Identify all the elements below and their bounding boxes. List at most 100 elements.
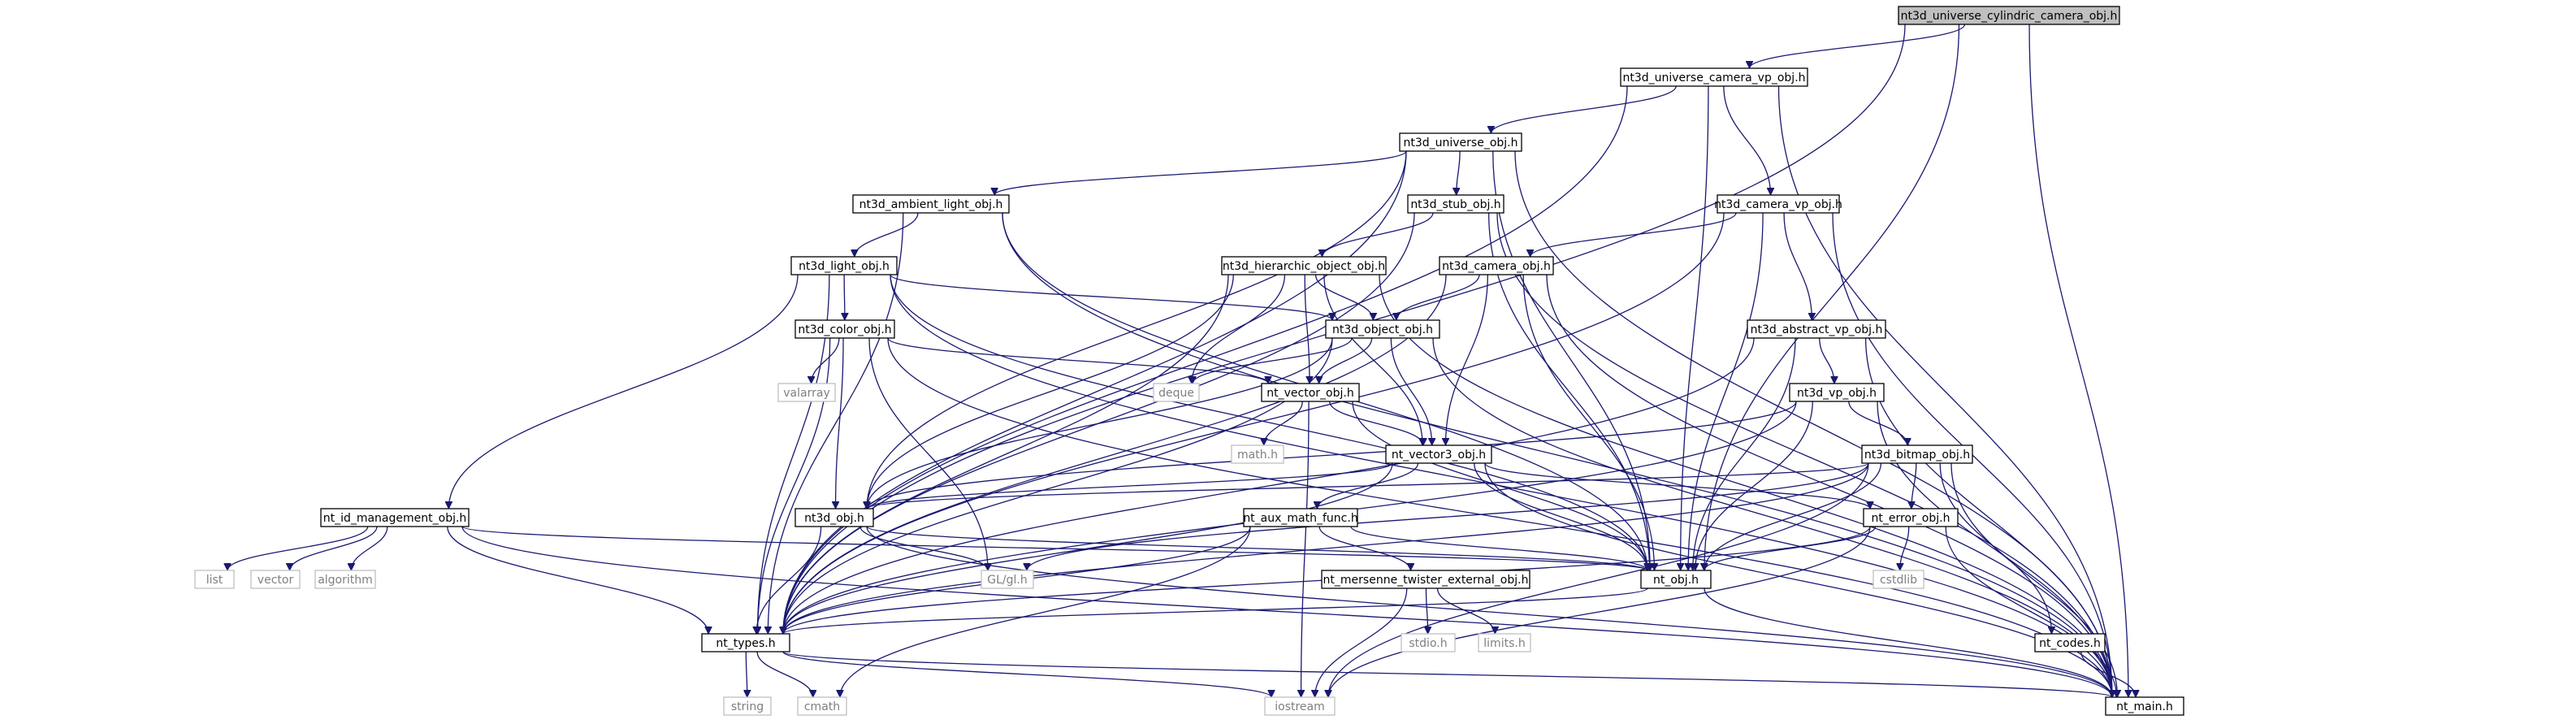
edge-vector_obj-to-ntobj xyxy=(1352,401,1647,570)
node-box xyxy=(1789,383,1885,402)
edge-idmgmt-to-main xyxy=(461,526,2112,697)
edge-bitmap-to-ntobj xyxy=(1704,462,1882,570)
node-root[interactable]: nt3d_universe_cylindric_camera_obj.h xyxy=(1898,6,2120,25)
node-cmath[interactable]: cmath xyxy=(797,696,847,716)
edge-camera-to-main xyxy=(1546,274,2112,697)
node-label: algorithm xyxy=(318,574,373,587)
node-label: nt3d_object_obj.h xyxy=(1332,323,1433,336)
node-valarray[interactable]: valarray xyxy=(777,383,836,402)
node-list[interactable]: list xyxy=(194,570,235,589)
node-absvp[interactable]: nt3d_abstract_vp_obj.h xyxy=(1747,319,1886,339)
node-iostream[interactable]: iostream xyxy=(1264,696,1336,716)
edge-auxmath-to-cmath xyxy=(840,526,1251,697)
edge-camvp-to-ntobj xyxy=(1688,212,1764,570)
node-n3obj[interactable]: nt3d_obj.h xyxy=(794,508,874,527)
edge-vector3-to-main xyxy=(1484,462,2112,697)
node-box xyxy=(1261,383,1360,402)
node-label: nt_vector_obj.h xyxy=(1266,387,1353,400)
node-label: nt3d_hierarchic_object_obj.h xyxy=(1223,260,1385,273)
node-label: GL/gl.h xyxy=(987,574,1027,587)
edge-ambient-to-light xyxy=(855,212,919,258)
node-stub[interactable]: nt3d_stub_obj.h xyxy=(1407,194,1504,214)
node-auxmath[interactable]: nt_aux_math_func.h xyxy=(1243,508,1358,527)
node-box xyxy=(1325,319,1440,339)
edge-absvp-to-types xyxy=(783,337,1755,634)
node-label: nt_aux_math_func.h xyxy=(1243,512,1357,525)
node-label: nt3d_universe_camera_vp_obj.h xyxy=(1622,72,1805,85)
node-camera[interactable]: nt3d_camera_obj.h xyxy=(1439,256,1554,275)
node-codes[interactable]: nt_codes.h xyxy=(2034,633,2106,652)
node-algorithm[interactable]: algorithm xyxy=(314,570,376,589)
edge-bitmap-to-n3obj xyxy=(867,462,1869,509)
node-deque[interactable]: deque xyxy=(1153,383,1200,402)
node-vector_obj[interactable]: nt_vector_obj.h xyxy=(1261,383,1360,402)
node-label: nt_main.h xyxy=(2116,700,2173,713)
node-vp[interactable]: nt3d_vp_obj.h xyxy=(1789,383,1885,402)
edge-vp-to-n3obj xyxy=(867,401,1797,509)
node-label: nt3d_camera_vp_obj.h xyxy=(1714,198,1842,211)
edge-bitmap-to-main xyxy=(1950,462,2117,697)
node-color[interactable]: nt3d_color_obj.h xyxy=(794,319,895,339)
node-box xyxy=(320,508,470,527)
node-ambient[interactable]: nt3d_ambient_light_obj.h xyxy=(852,194,1010,214)
node-string[interactable]: string xyxy=(723,696,772,716)
node-box xyxy=(794,319,895,339)
node-box xyxy=(1399,132,1522,152)
node-error[interactable]: nt_error_obj.h xyxy=(1863,508,1959,527)
node-types[interactable]: nt_types.h xyxy=(701,633,790,652)
edge-bitmap-to-glgl xyxy=(1027,462,1869,571)
node-camvp[interactable]: nt3d_camera_vp_obj.h xyxy=(1714,194,1842,214)
node-box xyxy=(1221,256,1387,275)
node-label: stdio.h xyxy=(1409,637,1447,650)
edge-universe-to-types xyxy=(783,150,1407,634)
node-box xyxy=(1717,194,1840,214)
edge-root-to-ntobj xyxy=(1704,24,1960,570)
edge-object-to-main xyxy=(1432,337,2112,697)
node-label: valarray xyxy=(783,387,829,400)
node-object[interactable]: nt3d_object_obj.h xyxy=(1325,319,1440,339)
edge-vector3-to-ntobj xyxy=(1474,462,1647,570)
edge-vp-to-bitmap xyxy=(1848,401,1907,446)
node-box xyxy=(1747,319,1886,339)
node-stdio[interactable]: stdio.h xyxy=(1401,633,1456,652)
edge-universe-to-ntobj xyxy=(1492,150,1650,570)
node-universe[interactable]: nt3d_universe_obj.h xyxy=(1399,132,1522,152)
node-vector[interactable]: vector xyxy=(250,570,301,589)
node-hier[interactable]: nt3d_hierarchic_object_obj.h xyxy=(1221,256,1387,275)
node-ucamvp[interactable]: nt3d_universe_camera_vp_obj.h xyxy=(1620,67,1808,87)
edge-mersenne-to-stdio xyxy=(1426,587,1427,634)
node-vector3[interactable]: nt_vector3_obj.h xyxy=(1385,444,1492,464)
edge-vp-to-ntobj xyxy=(1695,401,1813,570)
node-limits[interactable]: limits.h xyxy=(1478,633,1531,652)
node-box xyxy=(797,696,847,716)
edge-light-to-object xyxy=(890,274,1332,321)
node-label: nt_codes.h xyxy=(2039,637,2101,650)
edge-hier-to-vector3 xyxy=(1323,274,1422,445)
node-box xyxy=(1439,256,1554,275)
node-light[interactable]: nt3d_light_obj.h xyxy=(790,256,898,275)
node-cstdlib[interactable]: cstdlib xyxy=(1872,570,1924,589)
node-box xyxy=(1620,67,1808,87)
node-glgl[interactable]: GL/gl.h xyxy=(981,570,1034,589)
node-label: nt_mersenne_twister_external_obj.h xyxy=(1323,574,1529,587)
edge-vector_obj-to-vector3 xyxy=(1329,401,1423,446)
edge-root-to-main xyxy=(2028,24,2128,697)
edge-hier-to-main xyxy=(1379,274,2112,697)
edge-bitmap-to-error xyxy=(1911,462,1917,509)
node-label: vector xyxy=(258,574,294,587)
edge-hier-to-types xyxy=(783,274,1229,634)
node-label: nt_vector3_obj.h xyxy=(1392,449,1486,462)
node-main[interactable]: nt_main.h xyxy=(2105,696,2184,716)
file-nodes: nt3d_universe_cylindric_camera_obj.h nt3d… xyxy=(194,6,2184,716)
node-math[interactable]: math.h xyxy=(1231,444,1284,464)
node-ntobj[interactable]: nt_obj.h xyxy=(1640,570,1712,589)
node-idmgmt[interactable]: nt_id_management_obj.h xyxy=(320,508,470,527)
node-bitmap[interactable]: nt3d_bitmap_obj.h xyxy=(1861,444,1973,464)
edge-ambient-to-main xyxy=(1002,212,2112,697)
node-box xyxy=(1898,6,2120,25)
edge-vector3-to-n3obj xyxy=(867,462,1393,509)
node-mersenne[interactable]: nt_mersenne_twister_external_obj.h xyxy=(1321,570,1530,589)
node-box xyxy=(1401,633,1456,652)
node-box xyxy=(1264,696,1336,716)
